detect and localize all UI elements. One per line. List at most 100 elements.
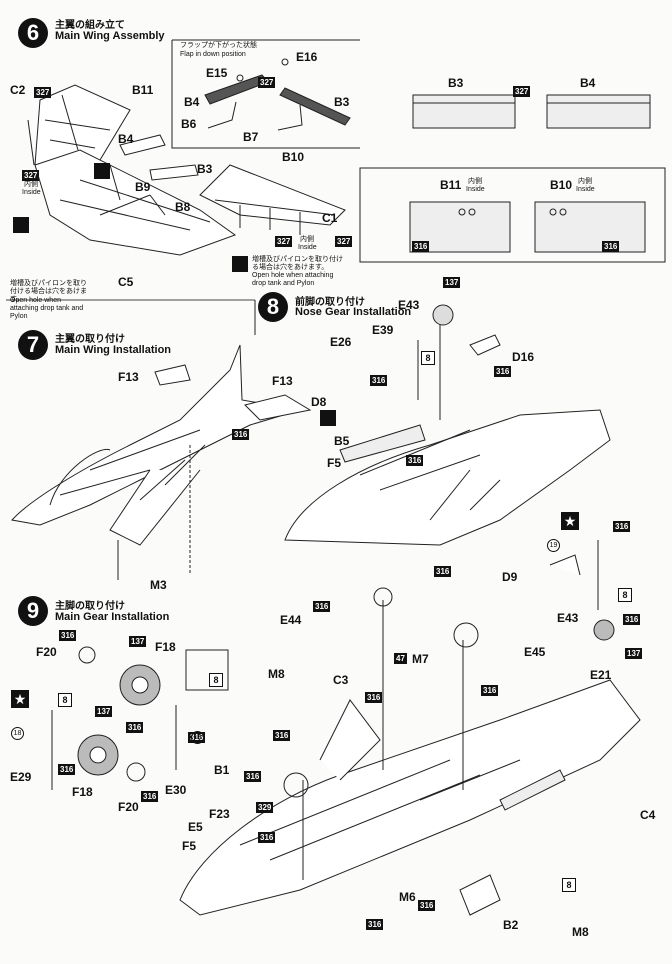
drill-hole-icon — [94, 163, 110, 179]
label-b11: B11 — [132, 83, 154, 97]
c1-inside-jp: 内側 — [300, 236, 314, 243]
paint-316: 316 — [244, 771, 262, 782]
paint-316: 316 — [602, 241, 620, 252]
drill-hole-icon — [13, 217, 29, 233]
label-e5: E5 — [188, 820, 203, 834]
paint-8: 8 — [58, 693, 72, 707]
label-m3: M3 — [150, 578, 167, 592]
paint-329: 329 — [256, 802, 274, 813]
paint-316: 316 — [365, 692, 383, 703]
paint-327: 327 — [258, 77, 276, 88]
step-8-badge: 8 — [258, 292, 288, 322]
label-e44: E44 — [280, 613, 302, 627]
label-b5: B5 — [334, 434, 350, 448]
paint-19: 19 — [547, 539, 560, 552]
hole-note-right-en: Open hole when attaching drop tank and P… — [252, 272, 334, 287]
paint-137: 137 — [443, 277, 461, 288]
label-f18: F18 — [155, 640, 176, 654]
label-c3: C3 — [333, 673, 349, 687]
paint-327: 327 — [22, 170, 40, 181]
label-b4-flap: B4 — [184, 95, 200, 109]
paint-316: 316 — [412, 241, 430, 252]
label-f13-a: F13 — [118, 370, 139, 384]
step-7-title-en: Main Wing Installation — [55, 344, 172, 356]
paint-316: 316 — [418, 900, 436, 911]
hole-note-right-jp: 増槽及びパイロンを取り付ける場合は穴をあけます。 — [252, 256, 343, 271]
paint-137: 137 — [129, 636, 147, 647]
label-b7: B7 — [243, 130, 259, 144]
label-e15: E15 — [206, 66, 228, 80]
paint-316: 316 — [141, 791, 159, 802]
paint-316: 316 — [434, 566, 452, 577]
paint-316: 316 — [481, 685, 499, 696]
label-e43-b: E43 — [557, 611, 579, 625]
label-m6: M6 — [399, 890, 416, 904]
aircraft-step7 — [11, 344, 312, 580]
paint-137: 137 — [95, 706, 113, 717]
c2-inside-jp: 内側 — [24, 181, 38, 188]
paint-8: 8 — [618, 588, 632, 602]
paint-316: 316 — [273, 730, 291, 741]
flap-views — [412, 94, 651, 129]
label-c4: C4 — [640, 808, 656, 822]
paint-327: 327 — [335, 236, 353, 247]
wing-right — [199, 164, 346, 235]
step-9-title-en: Main Gear Installation — [55, 611, 170, 623]
paint-316: 316 — [58, 764, 76, 775]
label-e16: E16 — [296, 50, 318, 64]
label-f18-b: F18 — [72, 785, 93, 799]
step-8-title-en: Nose Gear Installation — [295, 306, 412, 318]
step-6-badge: 6 — [18, 18, 48, 48]
label-c5: C5 — [118, 275, 134, 289]
drill-hole-icon — [320, 410, 336, 426]
label-e30: E30 — [165, 783, 187, 797]
paint-18: 18 — [191, 731, 204, 744]
label-f20: F20 — [36, 645, 57, 659]
paint-316: 316 — [232, 429, 250, 440]
label-b4-view: B4 — [580, 76, 596, 90]
drill-hole-icon — [232, 256, 248, 272]
label-m8: M8 — [268, 667, 285, 681]
paint-316: 316 — [370, 375, 388, 386]
label-e43: E43 — [398, 298, 420, 312]
b10-inside-en: Inside — [576, 186, 595, 193]
paint-137: 137 — [625, 648, 643, 659]
flap-note-jp: フラップが下がった状態 — [180, 42, 257, 49]
hole-note-left-jp: 増槽及びパイロンを取り付ける場合は穴をあけます。 — [10, 280, 87, 303]
label-b1: B1 — [214, 763, 230, 777]
label-e29: E29 — [10, 770, 32, 784]
b10-inside-jp: 内側 — [578, 178, 592, 185]
step-9-title-jp: 主脚の取り付け — [55, 601, 125, 612]
label-b10-inside: B10 — [550, 178, 573, 192]
aircraft-step9 — [179, 587, 641, 916]
label-b3-view: B3 — [448, 76, 464, 90]
b11-inside-en: Inside — [466, 186, 485, 193]
paint-8: 8 — [209, 673, 223, 687]
paint-316: 316 — [623, 614, 641, 625]
label-c1: C1 — [322, 211, 338, 225]
flap-note-en: Flap in down position — [180, 51, 246, 58]
flap-detail-box — [171, 39, 360, 149]
label-d16: D16 — [512, 350, 535, 364]
paint-8: 8 — [562, 878, 576, 892]
label-e26: E26 — [330, 335, 352, 349]
label-e39: E39 — [372, 323, 394, 337]
label-b9: B9 — [135, 180, 151, 194]
paint-327: 327 — [34, 87, 52, 98]
label-m7: M7 — [412, 652, 429, 666]
label-m8-b: M8 — [572, 925, 589, 939]
paint-18: 18 — [11, 727, 24, 740]
label-f23: F23 — [209, 807, 230, 821]
label-e21: E21 — [590, 668, 612, 682]
inside-box — [359, 167, 666, 263]
label-b3-flap: B3 — [334, 95, 350, 109]
paint-316: 316 — [366, 919, 384, 930]
step-9-badge: 9 — [18, 596, 48, 626]
label-b8: B8 — [175, 200, 191, 214]
part-c2 — [27, 119, 35, 166]
paint-316: 316 — [313, 601, 331, 612]
star-icon: ★ — [561, 512, 579, 530]
paint-47: 47 — [394, 653, 407, 664]
c1-inside-en: Inside — [298, 244, 317, 251]
